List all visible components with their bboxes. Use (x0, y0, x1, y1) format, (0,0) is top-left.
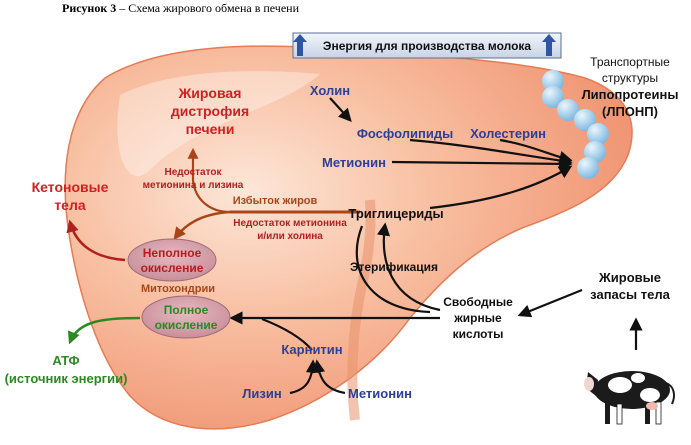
ketones-label-2: тела (54, 197, 86, 213)
esterification-label: Этерификация (350, 260, 438, 274)
arrow-phospholipids-lipoproteins (409, 138, 573, 168)
cholin-label: Холин (310, 83, 350, 98)
energy-up-arrow-right (542, 34, 556, 56)
arrow-ffa-triglycerides (376, 222, 441, 312)
atp-label-1: АТФ (52, 353, 79, 368)
figure-caption: Рисунок 3 – Схема жирового обмена в пече… (62, 1, 299, 16)
caption-label: Рисунок 3 (62, 1, 117, 15)
excess-fat-label: Избыток жиров (233, 195, 318, 207)
transport-label-2: структуры (602, 71, 658, 85)
arrow-complete-to-atp (67, 316, 141, 345)
fatty-liver-label-2: дистрофия (171, 103, 249, 119)
complete-ox-label-1: Полное (164, 303, 209, 317)
caption-text: – Схема жирового обмена в печени (116, 1, 300, 15)
ketones-label-1: Кетоновые (32, 179, 109, 195)
methionine-top-label: Метионин (322, 155, 386, 170)
arrow-incomplete-to-ketones (66, 219, 126, 262)
pathway-arrows (229, 97, 643, 395)
liver-vessel (347, 199, 376, 421)
mitochondria-label: Митохондрии (141, 283, 215, 295)
fatty-liver-label-3: печени (186, 121, 235, 137)
transport-label-3: Липопротеины (582, 87, 679, 102)
incomplete-ox-label-2: окисление (141, 261, 204, 275)
arrow-cholin-phospholipids (329, 97, 352, 122)
energy-box (292, 32, 562, 59)
transport-label-4: (ЛПОНП) (602, 104, 658, 119)
deficit-ml-label-1: Недостаток (164, 167, 222, 178)
complete-oxidation-oval (141, 295, 231, 339)
arrow-methionine-carnitine (312, 359, 346, 395)
atp-label-2: (источник энергии) (5, 371, 128, 386)
energy-up-arrow (293, 34, 307, 56)
deficit-mc-label-2: и/или холина (257, 231, 323, 242)
incomplete-oxidation-oval (127, 238, 217, 282)
incomplete-ox-label-1: Неполное (143, 246, 202, 260)
carnitine-label: Карнитин (281, 342, 342, 357)
triglycerides-label: Триглицериды (348, 206, 443, 221)
fatty-liver-label-1: Жировая (178, 85, 242, 101)
arrow-triglycerides-lipoproteins (429, 165, 573, 210)
lysine-label: Лизин (242, 386, 281, 401)
phospholipids-label: Фосфолипиды (357, 126, 453, 141)
methionine-bottom-label: Метионин (348, 386, 412, 401)
liver-highlight (117, 71, 320, 177)
arrow-methionine-lipoproteins (391, 157, 573, 171)
ffa-label-1: Свободные (443, 295, 513, 309)
arrow-fat-reserves-ffa (517, 288, 583, 318)
arrow-carnitine-line (261, 317, 313, 351)
deficit-mc-label-1: Недостаток метионина (233, 218, 347, 229)
energy-label: Энергия для производства молока (323, 39, 532, 53)
ffa-label-3: кислоты (453, 327, 504, 341)
cow-illustration (584, 371, 675, 425)
ffa-label-2: жирные (453, 311, 502, 325)
arrow-excess-fat-to-incomplete (173, 210, 231, 240)
deficit-ml-label-2: метионина и лизина (143, 180, 244, 191)
lipoprotein-spheres (542, 70, 609, 179)
transport-label-1: Транспортные (590, 55, 670, 69)
arrow-triglycerides-ffa (355, 225, 431, 314)
cholesterol-label: Холестерин (470, 126, 546, 141)
complete-ox-label-2: окисление (155, 318, 218, 332)
fat-reserves-label-2: запасы тела (590, 287, 670, 302)
fat-reserves-label-1: Жировые (598, 270, 661, 285)
